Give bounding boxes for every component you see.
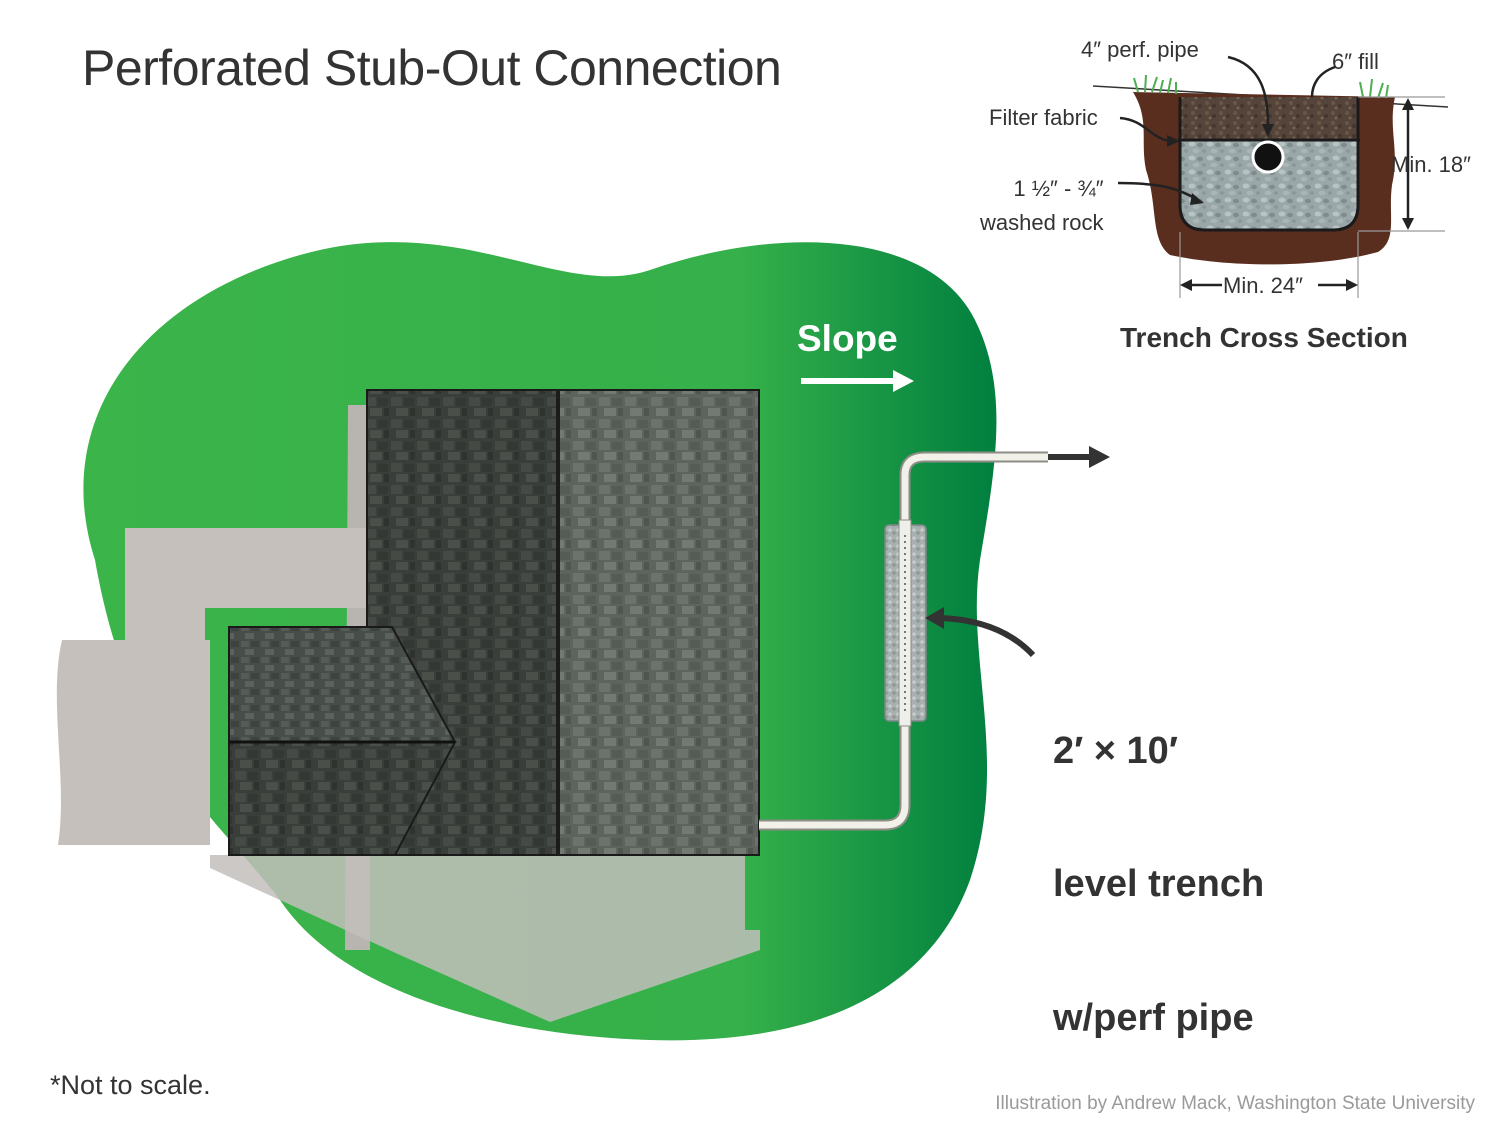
house-shadow (210, 855, 760, 1022)
roof-right-plane (557, 389, 760, 856)
pipe-label: 4″ perf. pipe (1081, 37, 1199, 62)
driveway (56, 640, 210, 845)
trench-label-line: level trench (1053, 863, 1265, 906)
filter-fabric-label: Filter fabric (989, 105, 1098, 130)
trench-label-line: w/perf pipe (1053, 996, 1254, 1039)
cross-section-title: Trench Cross Section (1120, 322, 1408, 353)
credit-line: Illustration by Andrew Mack, Washington … (995, 1093, 1475, 1114)
outflow-arrow (1048, 446, 1110, 468)
trench-cross-section (1092, 55, 1449, 298)
walkway (125, 528, 370, 640)
perf-pipe (898, 519, 912, 727)
trench-label-line: 2′ × 10′ (1053, 729, 1178, 772)
width-label: Min. 24″ (1223, 273, 1303, 298)
slope-arrow (801, 370, 914, 392)
depth-label: Min. 18″ (1391, 152, 1471, 177)
page-title: Perforated Stub-Out Connection (82, 40, 782, 96)
trench-label: 2′ × 10′ level trench w/perf pipe (1053, 640, 1264, 1085)
scale-note: *Not to scale. (50, 1070, 211, 1100)
washed-rock (1178, 138, 1360, 232)
fill-label: 6″ fill (1332, 49, 1379, 74)
perf-pipe-section (1251, 140, 1285, 174)
washed-rock-label: 1 ½″ - ¾″ washed rock (980, 176, 1104, 236)
slope-label: Slope (797, 318, 898, 359)
trench-pointer-arrow (925, 607, 1036, 658)
grass-tuft (1133, 74, 1389, 99)
